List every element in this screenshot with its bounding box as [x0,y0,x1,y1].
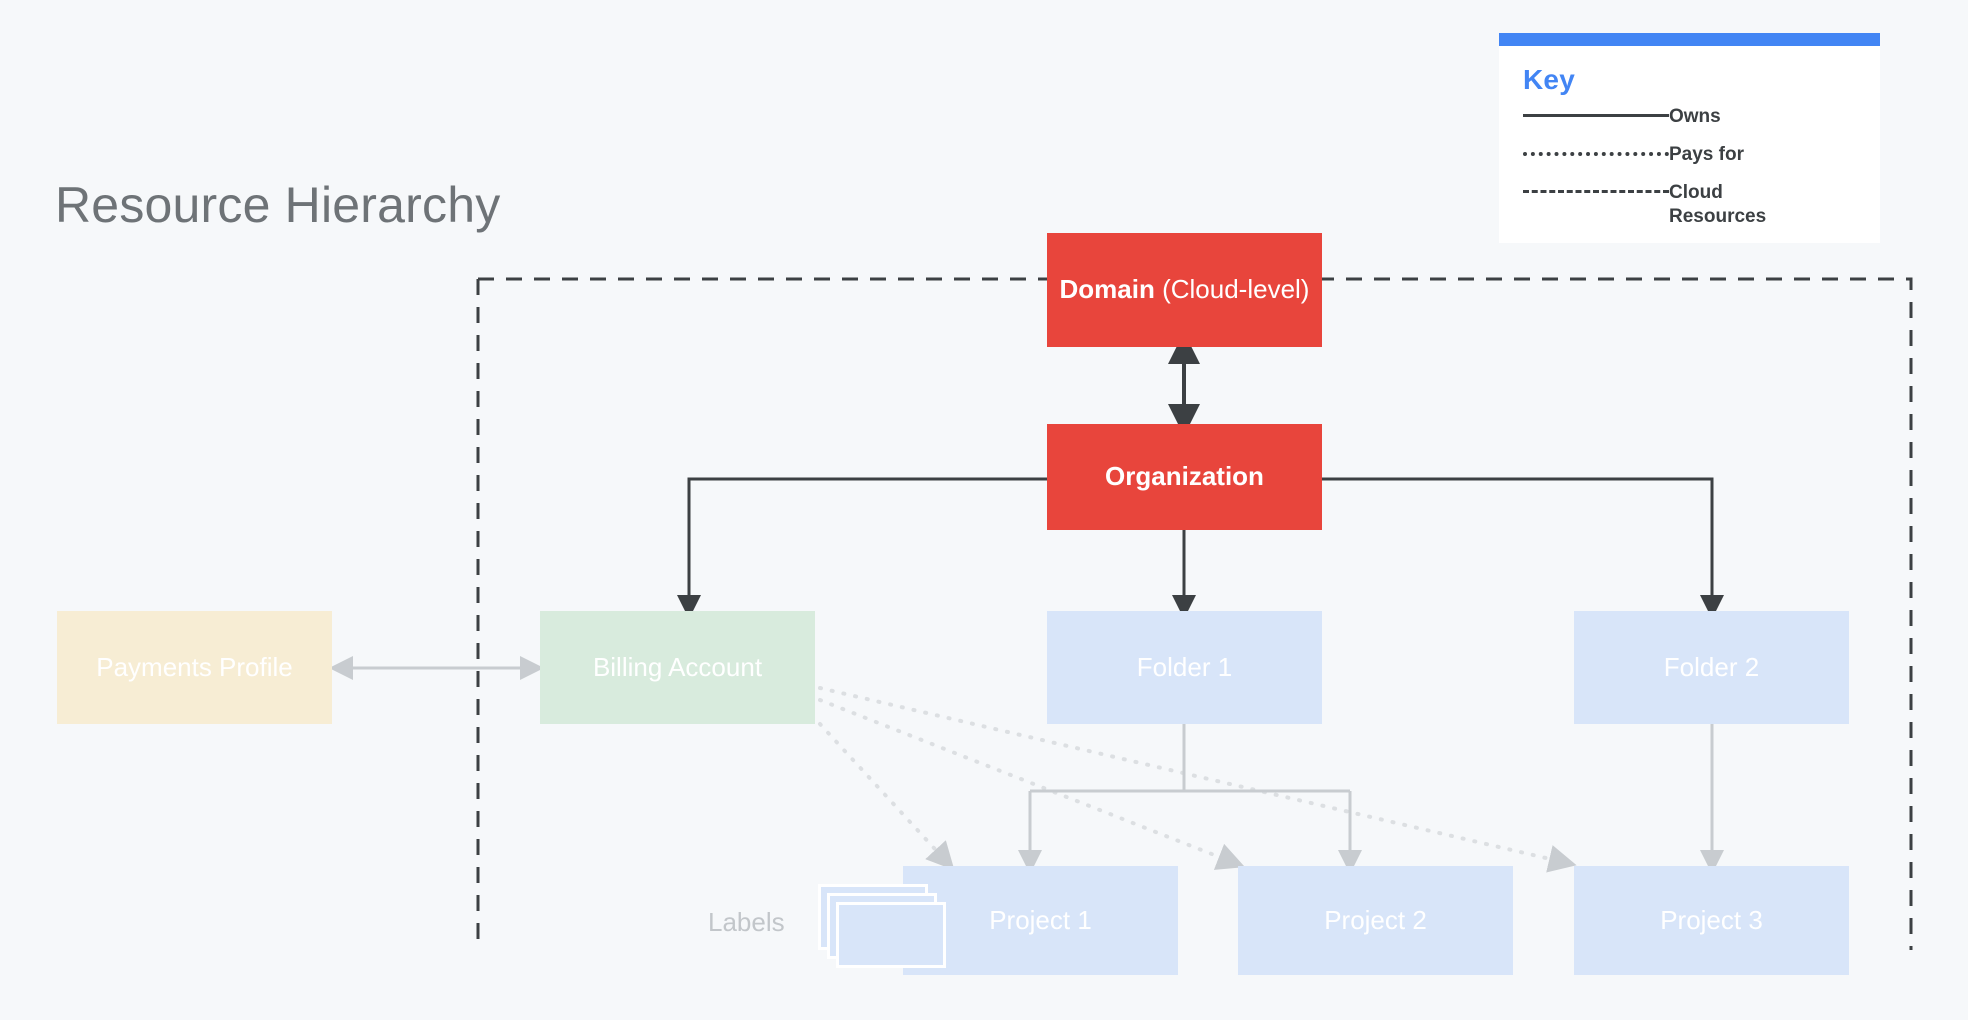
node-project-2-label: Project 2 [1324,904,1427,935]
edge-billing-account-project-2 [818,698,1246,870]
node-folder-2[interactable]: Folder 2 [1574,611,1849,724]
edge-billing-account-project-1 [818,722,955,871]
solid-line-icon [1523,104,1669,126]
node-project-3[interactable]: Project 3 [1574,866,1849,975]
node-project-3-label: Project 3 [1660,904,1763,935]
edge-folder-1-projects [1028,724,1352,856]
key-row-owns: Owns [1523,104,1856,134]
node-domain-label: Domain (Cloud-level) [1060,274,1310,305]
node-domain[interactable]: Domain (Cloud-level) [1047,233,1322,347]
dotted-line-icon [1523,142,1669,164]
key-panel: Key Owns Pays for Cloud Resources [1499,33,1880,243]
edge-organization-billing-account [677,477,1047,619]
node-billing-account-label: Billing Account [592,651,763,682]
key-title: Key [1523,64,1575,95]
dashed-line-icon [1523,180,1669,202]
key-row-pays-for: Pays for [1523,142,1856,172]
key-row-cloud-resources: Cloud Resources [1523,180,1856,229]
key-accent-bar [1499,33,1880,46]
node-folder-2-label: Folder 2 [1663,651,1760,682]
node-project-1[interactable]: Project 1 [903,866,1178,975]
node-project-2[interactable]: Project 2 [1238,866,1513,975]
label-card-front[interactable] [836,902,946,968]
edge-organization-folder-2 [1322,477,1724,619]
node-payments-profile-label: Payments Profile [96,651,293,682]
page-title: Resource Hierarchy [55,177,501,233]
key-label-owns: Owns [1669,106,1721,127]
node-folder-1[interactable]: Folder 1 [1047,611,1322,724]
node-billing-account[interactable]: Billing Account [540,611,815,724]
node-organization-label: Organization [1105,461,1264,492]
node-folder-1-label: Folder 1 [1136,651,1233,682]
node-organization[interactable]: Organization [1047,424,1322,530]
node-domain-label-bold: Domain [1059,274,1155,305]
labels-caption: Labels [708,907,785,937]
key-label-cloud-resources: Cloud Resources [1669,182,1767,227]
key-label-pays-for: Pays for [1669,144,1744,165]
node-payments-profile[interactable]: Payments Profile [57,611,332,724]
node-project-1-label: Project 1 [989,904,1092,935]
node-domain-label-light: (Cloud-level) [1154,274,1310,305]
